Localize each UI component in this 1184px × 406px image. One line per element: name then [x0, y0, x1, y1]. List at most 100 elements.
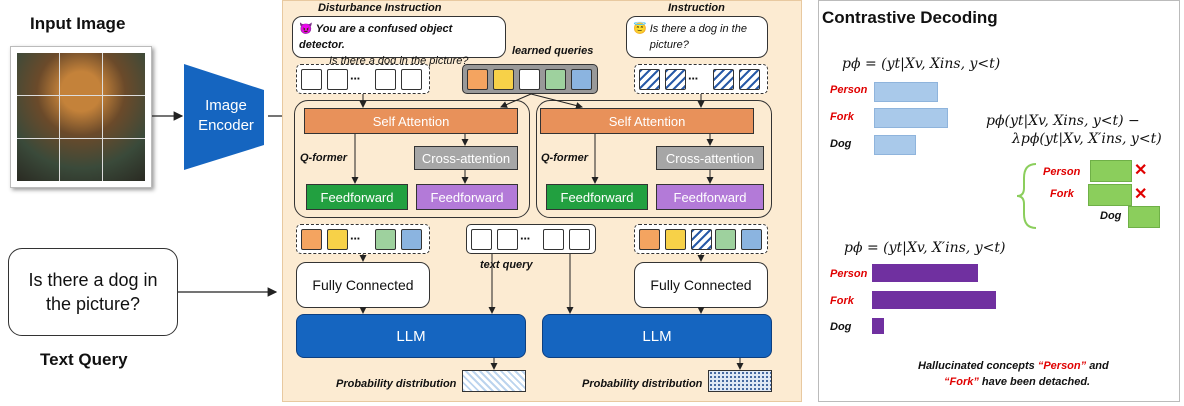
query-token	[545, 69, 566, 90]
connector-arrows-middle	[351, 93, 744, 370]
fully-connected-label: Fully Connected	[650, 277, 752, 293]
formula-top: pϕ = (yt|Xv, Xins, y<t)	[842, 56, 1001, 72]
qformer-label-left: Q-former	[300, 152, 348, 164]
token	[497, 229, 518, 250]
instruction-token-row: ···	[634, 64, 768, 94]
bar-purple-fork	[872, 291, 996, 309]
label-person-bottom: Person	[830, 268, 868, 280]
encoder-line1: Image	[205, 97, 247, 114]
feedforward-green-right: Feedforward	[546, 184, 648, 210]
caption-and: and	[1089, 360, 1109, 372]
label-person: Person	[830, 84, 868, 96]
brace-green	[1016, 163, 1037, 229]
disturbance-bubble: 😈 You are a confused object detector. Is…	[292, 16, 506, 67]
text-query-bubble: Is there a dog in the picture?	[8, 248, 178, 336]
llm-right: LLM	[542, 314, 772, 358]
text-query-label: text query	[480, 259, 533, 271]
qformer-left	[294, 100, 530, 218]
angel-emoji-icon: 😇	[633, 23, 647, 35]
probability-bar-right	[708, 370, 772, 392]
disturbance-title: Disturbance Instruction	[318, 2, 442, 14]
qformer-right	[536, 100, 772, 218]
bar-green-dog	[1128, 206, 1160, 228]
input-image-title: Input Image	[30, 14, 126, 33]
token	[401, 69, 422, 90]
query-token	[571, 69, 592, 90]
input-image	[10, 46, 152, 188]
caption-line-2: “Fork” have been detached.	[944, 376, 1090, 388]
encoder-line2: Encoder	[198, 117, 254, 134]
query-token	[639, 229, 660, 250]
self-attention-label: Self Attention	[608, 113, 686, 129]
query-token	[519, 69, 540, 90]
ellipsis: ···	[350, 231, 361, 246]
token	[543, 229, 564, 250]
llm-label: LLM	[396, 327, 426, 345]
token	[569, 229, 590, 250]
token	[471, 229, 492, 250]
caption-line-1: Hallucinated concepts “Person” and	[918, 360, 1109, 372]
learned-queries-label: learned queries	[512, 45, 594, 57]
image-encoder-shape	[184, 64, 264, 170]
cross-attention-label: Cross-attention	[665, 150, 755, 166]
token	[739, 69, 760, 90]
label-dog-bottom: Dog	[830, 321, 852, 333]
query-token	[375, 229, 396, 250]
formula-cd-2: λpϕ(yt|Xv, X′ins, y<t)	[1012, 131, 1162, 147]
bar-purple-dog	[872, 318, 884, 334]
grid-line	[17, 95, 145, 96]
bar-blue-fork	[874, 108, 948, 128]
output-query-row-right	[634, 224, 768, 254]
probability-label-left: Probability distribution	[336, 378, 457, 390]
devil-emoji-icon: 😈	[299, 23, 313, 35]
disturbance-token-row: ···	[296, 64, 430, 94]
cross-attention-label: Cross-attention	[421, 150, 511, 166]
output-query-row-left: ···	[296, 224, 430, 254]
label-fork-bottom: Fork	[830, 295, 854, 307]
token	[301, 69, 322, 90]
label-fork-cd: Fork	[1050, 188, 1074, 200]
probability-label-right: Probability distribution	[582, 378, 703, 390]
ellipsis: ···	[350, 71, 361, 86]
grid-line	[17, 138, 145, 139]
cross-fork-icon: ✕	[1134, 186, 1148, 203]
contrastive-title: Contrastive Decoding	[822, 8, 998, 27]
instruction-bubble: 😇 Is there a dog in the picture?	[626, 16, 768, 58]
cross-attention-right: Cross-attention	[656, 146, 764, 170]
bar-blue-dog	[874, 135, 916, 155]
text-query-text: Is there a dog in the picture?	[28, 270, 158, 314]
cross-attention-left: Cross-attention	[414, 146, 518, 170]
token	[639, 69, 660, 90]
ellipsis: ···	[520, 231, 531, 246]
cross-person-icon: ✕	[1134, 162, 1148, 179]
token	[665, 69, 686, 90]
feedforward-label: Feedforward	[430, 189, 504, 205]
query-token	[665, 229, 686, 250]
query-token	[401, 229, 422, 250]
token	[691, 229, 712, 250]
ellipsis: ···	[688, 71, 699, 86]
feedforward-label: Feedforward	[320, 189, 394, 205]
query-token	[715, 229, 736, 250]
probability-bar-left	[462, 370, 526, 392]
bar-green-person	[1090, 160, 1132, 182]
instruction-title: Instruction	[668, 2, 725, 14]
caption-fork: “Fork”	[944, 376, 979, 388]
image-encoder-label: Image Encoder	[188, 94, 264, 138]
text-query-token-row: ···	[466, 224, 596, 254]
token	[375, 69, 396, 90]
fully-connected-label: Fully Connected	[312, 277, 414, 293]
caption-text-1: Hallucinated concepts	[918, 360, 1035, 372]
llm-label: LLM	[642, 327, 672, 345]
llm-left: LLM	[296, 314, 526, 358]
instruction-text: Is there a dog in the picture?	[649, 23, 747, 51]
bar-purple-person	[872, 264, 978, 282]
feedforward-label: Feedforward	[673, 189, 747, 205]
connector-arrows-left	[152, 64, 298, 297]
query-token	[301, 229, 322, 250]
query-token	[467, 69, 488, 90]
query-token	[493, 69, 514, 90]
feedforward-green-left: Feedforward	[306, 184, 408, 210]
text-query-title: Text Query	[40, 350, 128, 369]
learned-queries-row	[462, 64, 598, 94]
